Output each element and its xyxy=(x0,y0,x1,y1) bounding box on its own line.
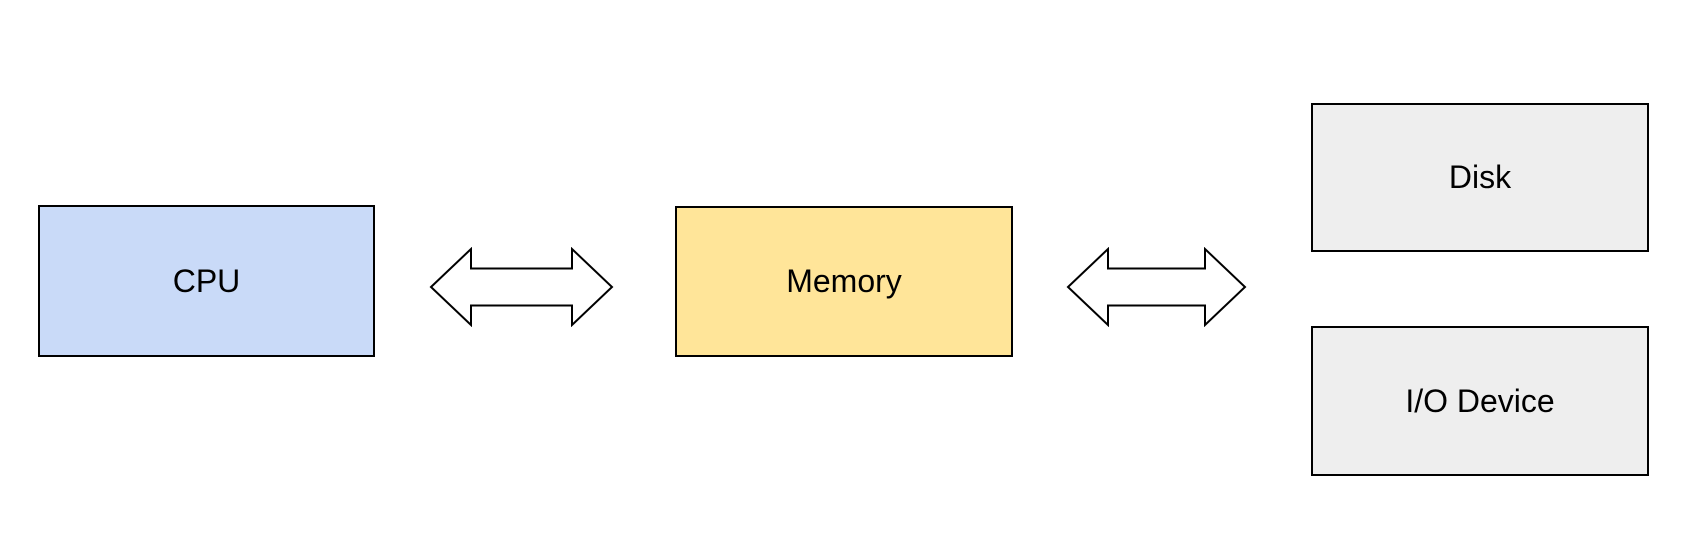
double-arrow-icon xyxy=(429,247,614,327)
node-disk: Disk xyxy=(1311,103,1649,252)
double-arrow-icon xyxy=(1066,247,1247,327)
node-io-device-label: I/O Device xyxy=(1405,382,1555,419)
node-memory-label: Memory xyxy=(786,263,902,300)
node-memory: Memory xyxy=(675,206,1013,357)
connector-memory-peripherals xyxy=(1066,247,1247,327)
node-disk-label: Disk xyxy=(1448,159,1512,196)
connector-cpu-memory xyxy=(429,247,614,327)
node-cpu-label: CPU xyxy=(172,262,241,299)
node-io-device: I/O Device xyxy=(1311,326,1649,476)
node-cpu: CPU xyxy=(38,205,375,357)
